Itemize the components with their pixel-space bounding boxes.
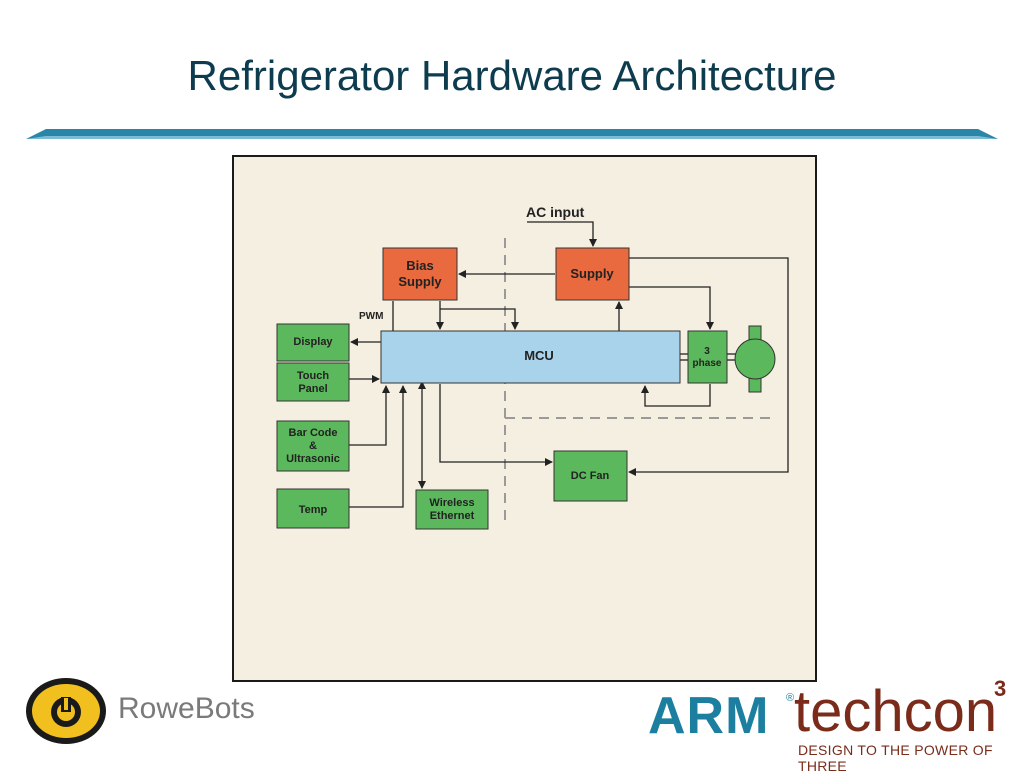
supply-block	[555, 247, 630, 301]
dc-fan-block	[553, 450, 628, 502]
touch-panel-label-1: Touch	[297, 370, 329, 382]
temp-to-mcu-arrow	[349, 385, 407, 508]
mcu-block	[380, 330, 681, 384]
display-label: Display	[293, 336, 333, 348]
bias-to-mcu-right-arrow	[440, 308, 519, 330]
techcon-wordmark: techcon	[794, 679, 998, 744]
techcon-superscript: 3	[994, 676, 1007, 701]
techcon-tagline: DESIGN TO THE POWER OF THREE	[798, 742, 993, 774]
three-phase-label-1: 3	[704, 346, 710, 357]
bias-supply-label-1: Bias	[406, 258, 433, 273]
three-phase-block	[687, 330, 728, 384]
touch-panel-label-2: Panel	[298, 383, 327, 395]
barcode-label-2: &	[309, 440, 317, 452]
barcode-to-mcu-arrow	[349, 385, 390, 446]
ac-input-wire	[527, 221, 597, 247]
arm-techcon-logo: ARM ® techcon 3 DESIGN TO THE POWER OF T…	[648, 676, 1016, 774]
architecture-diagram: AC input Bias Supply Supply PWM MCU 3 ph…	[276, 204, 789, 530]
mcu-to-dcfan-arrow	[439, 384, 553, 466]
bias-supply-label-2: Supply	[398, 274, 442, 289]
wireless-label-2: Ethernet	[430, 510, 475, 522]
rowebots-logo-icon	[26, 678, 106, 744]
bias-supply-block	[382, 247, 458, 301]
temp-block	[276, 488, 350, 529]
supply-label: Supply	[570, 266, 614, 281]
title-divider	[26, 129, 998, 139]
arm-registered-mark: ®	[786, 692, 795, 704]
wireless-label-1: Wireless	[429, 497, 474, 509]
wireless-block	[415, 489, 489, 530]
ac-input-label: AC input	[526, 204, 585, 220]
mcu-label: MCU	[524, 348, 554, 363]
dc-fan-label: DC Fan	[571, 470, 610, 482]
motor-icon	[734, 325, 776, 393]
supply-to-3phase-arrow	[629, 286, 714, 330]
touch-panel-block	[276, 362, 350, 402]
3phase-feedback-arrow	[641, 384, 711, 407]
pwm-label: PWM	[359, 311, 383, 322]
slide-title: Refrigerator Hardware Architecture	[187, 52, 837, 99]
three-phase-label-2: phase	[693, 358, 722, 369]
arm-wordmark: ARM	[648, 687, 770, 745]
diagram-panel: AC input Bias Supply Supply PWM MCU 3 ph…	[232, 155, 817, 682]
supply-to-dcfan-arrow	[628, 257, 789, 476]
barcode-label-3: Ultrasonic	[286, 453, 340, 465]
temp-label: Temp	[299, 504, 328, 516]
rowebots-wordmark: RoweBots	[118, 692, 255, 725]
barcode-block	[276, 420, 350, 472]
barcode-label-1: Bar Code	[289, 427, 338, 439]
display-block	[276, 323, 350, 362]
